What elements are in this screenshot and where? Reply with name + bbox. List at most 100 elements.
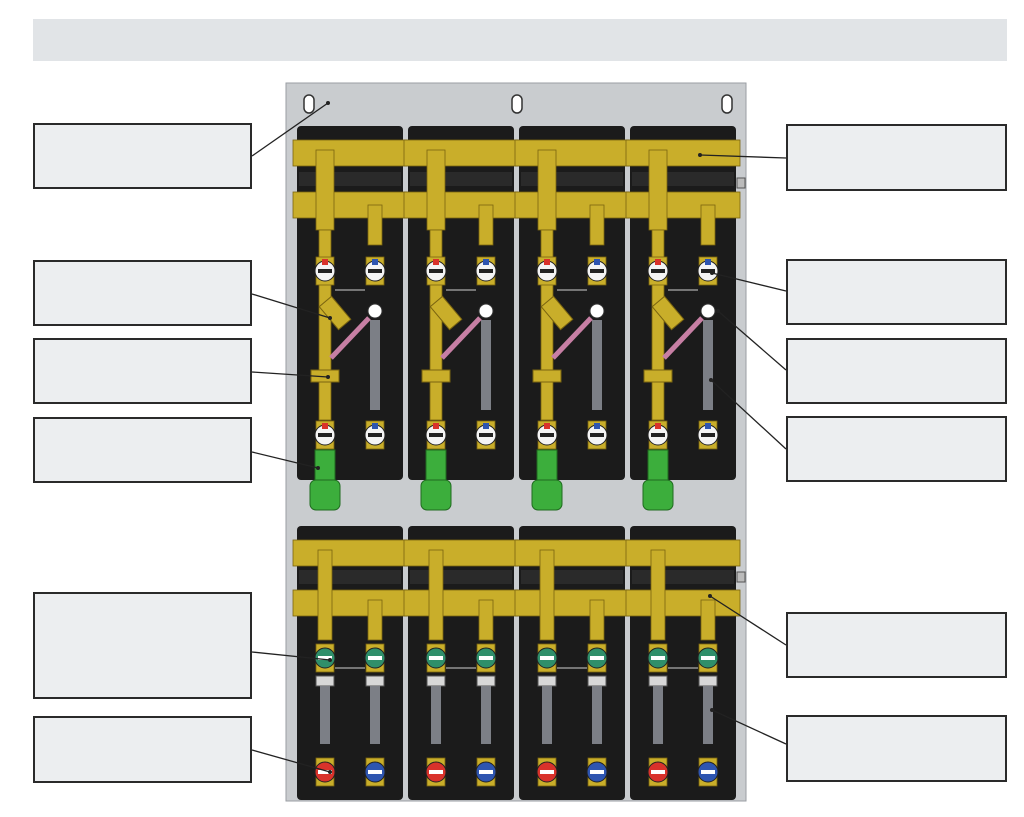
bottom-row-modules bbox=[292, 526, 746, 800]
supply-pipe bbox=[320, 686, 330, 744]
supply-riser bbox=[315, 149, 335, 231]
return-riser bbox=[367, 599, 383, 641]
valve-lever bbox=[479, 269, 493, 273]
ball-valve-green-icon bbox=[586, 643, 608, 673]
manifold-gap bbox=[521, 570, 623, 584]
manifold-gap bbox=[410, 172, 512, 186]
valve-lever bbox=[479, 433, 493, 437]
ball-valve-blue-icon bbox=[475, 757, 497, 787]
return-riser bbox=[478, 204, 494, 246]
ball-valve-blue-icon bbox=[697, 256, 719, 286]
leader-dot bbox=[328, 658, 332, 662]
valve-lever bbox=[701, 770, 715, 774]
meter-fitting-icon bbox=[532, 369, 562, 383]
meter-fitting-icon bbox=[643, 369, 673, 383]
ball-valve-blue-lower-icon bbox=[364, 420, 386, 450]
supply-manifold bbox=[403, 539, 519, 567]
label-box-right-4 bbox=[786, 416, 1007, 482]
bypass-pipe bbox=[551, 316, 593, 360]
leader-line-3 bbox=[251, 371, 329, 378]
ball-valve-blue-icon bbox=[364, 256, 386, 286]
valve-lever bbox=[368, 656, 382, 660]
valve-lever bbox=[429, 269, 443, 273]
valve-lever bbox=[590, 770, 604, 774]
leader-lines bbox=[251, 101, 787, 774]
valve-cap bbox=[372, 423, 378, 429]
return-riser bbox=[700, 204, 716, 246]
mounting-slot bbox=[721, 94, 733, 114]
ball-valve-red-icon bbox=[314, 757, 336, 787]
valve-lever bbox=[590, 433, 604, 437]
ball-valve-green-icon bbox=[697, 643, 719, 673]
ball-valve-red-lower-icon bbox=[647, 420, 669, 450]
temperature-port bbox=[478, 303, 494, 319]
ball-valve-green-icon bbox=[314, 643, 336, 673]
return-riser bbox=[367, 204, 383, 246]
green-fitting-icon bbox=[531, 479, 563, 511]
supply-manifold bbox=[625, 139, 741, 167]
ball-valve-red-icon bbox=[425, 256, 447, 286]
manifold-plug bbox=[736, 177, 746, 189]
leader-dot bbox=[316, 466, 320, 470]
valve-lever bbox=[479, 770, 493, 774]
ball-valve-red-icon bbox=[536, 757, 558, 787]
ball-valve-blue-icon bbox=[697, 757, 719, 787]
top-module-2 bbox=[403, 126, 519, 511]
label-box-right-5 bbox=[786, 612, 1007, 678]
leader-dot bbox=[698, 153, 702, 157]
valve-lever bbox=[368, 433, 382, 437]
valve-cap bbox=[594, 259, 600, 265]
return-pipe bbox=[703, 320, 713, 410]
valve-cap bbox=[705, 423, 711, 429]
ball-valve-blue-icon bbox=[475, 256, 497, 286]
return-pipe bbox=[703, 686, 713, 744]
valve-lever bbox=[540, 656, 554, 660]
valve-lever bbox=[651, 433, 665, 437]
bottom-module-4 bbox=[625, 526, 741, 800]
module-housing bbox=[519, 526, 625, 800]
temperature-port bbox=[700, 303, 716, 319]
meter-fitting-icon bbox=[421, 369, 451, 383]
valve-lever bbox=[318, 269, 332, 273]
valve-cap bbox=[544, 259, 550, 265]
label-box-left-1 bbox=[33, 123, 252, 189]
leader-line-11 bbox=[709, 595, 787, 646]
valve-lever bbox=[651, 269, 665, 273]
valve-lever bbox=[701, 656, 715, 660]
ball-valve-blue-icon bbox=[364, 757, 386, 787]
valve-cap bbox=[594, 423, 600, 429]
valve-cap bbox=[322, 423, 328, 429]
return-riser bbox=[478, 599, 494, 641]
valve-lever bbox=[429, 656, 443, 660]
supply-pipe bbox=[542, 686, 552, 744]
strainer-icon bbox=[651, 295, 685, 331]
top-module-1 bbox=[292, 126, 408, 511]
valve-lever bbox=[540, 269, 554, 273]
supply-riser bbox=[648, 149, 668, 231]
valve-cap bbox=[322, 259, 328, 265]
valve-lever bbox=[429, 770, 443, 774]
leader-line-12 bbox=[711, 709, 787, 745]
label-box-left-5 bbox=[33, 592, 252, 699]
ball-valve-red-icon bbox=[647, 757, 669, 787]
ball-valve-green-icon bbox=[647, 643, 669, 673]
valve-lever bbox=[590, 269, 604, 273]
ball-valve-green-icon bbox=[425, 643, 447, 673]
union-nut bbox=[537, 675, 557, 687]
valve-cap bbox=[655, 423, 661, 429]
mounting-slot bbox=[303, 94, 315, 114]
valve-cap bbox=[433, 423, 439, 429]
valve-lever bbox=[590, 656, 604, 660]
valve-lever bbox=[318, 433, 332, 437]
leader-line-5 bbox=[251, 651, 331, 661]
valve-lever bbox=[429, 433, 443, 437]
leader-line-6 bbox=[251, 749, 331, 773]
union-nut bbox=[365, 675, 385, 687]
supply-riser bbox=[650, 549, 666, 641]
temperature-port bbox=[589, 303, 605, 319]
ball-valve-blue-lower-icon bbox=[475, 420, 497, 450]
valve-lever bbox=[540, 770, 554, 774]
return-manifold bbox=[403, 589, 519, 617]
leader-line-2 bbox=[251, 293, 331, 319]
